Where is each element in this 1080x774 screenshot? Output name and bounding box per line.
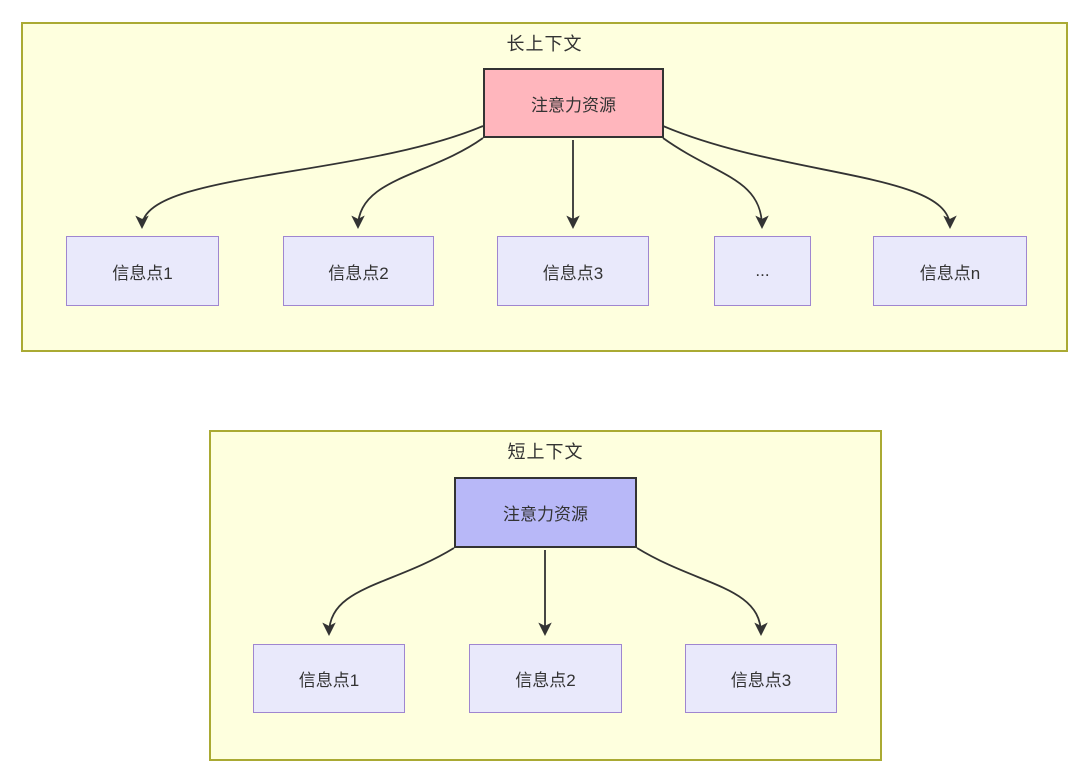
long-info-point-3: 信息点3: [497, 236, 649, 306]
short-info-point-2: 信息点2: [469, 644, 622, 713]
long-attention-resource-box: 注意力资源: [483, 68, 664, 138]
short-info-point-3: 信息点3: [685, 644, 837, 713]
short-info-point-1: 信息点1: [253, 644, 405, 713]
long-info-point-1: 信息点1: [66, 236, 219, 306]
long-context-title: 长上下文: [506, 34, 583, 54]
short-attention-resource-box: 注意力资源: [454, 477, 637, 548]
long-info-point-2: 信息点2: [283, 236, 434, 306]
long-info-point-ellipsis: ...: [714, 236, 811, 306]
long-info-point-n: 信息点n: [873, 236, 1027, 306]
short-context-title: 短上下文: [507, 442, 584, 462]
